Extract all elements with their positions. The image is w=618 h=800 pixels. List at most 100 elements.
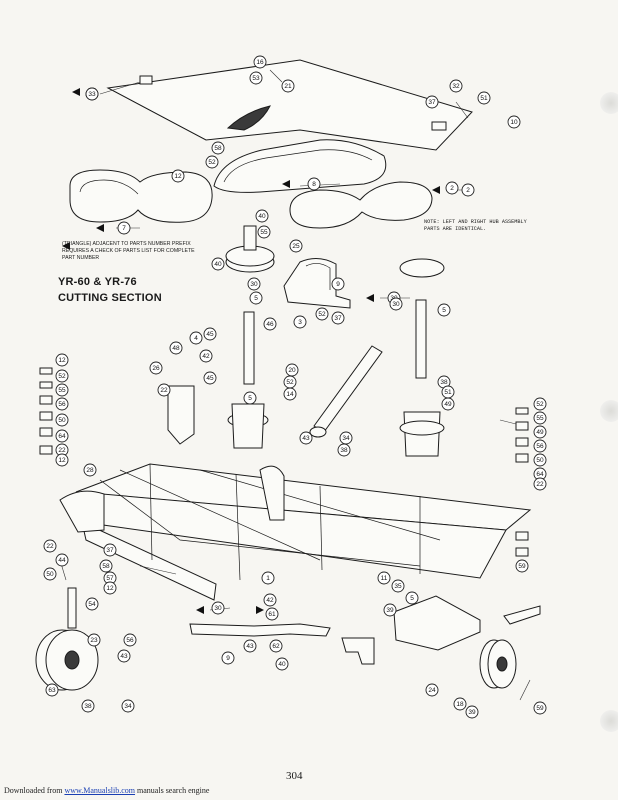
svg-text:55: 55	[536, 415, 544, 422]
left-hardware-stack	[39, 367, 53, 455]
part-callout-43: 43	[117, 649, 131, 663]
svg-text:33: 33	[88, 91, 96, 98]
svg-text:42: 42	[266, 597, 274, 604]
part-callout-12: 12	[171, 169, 185, 183]
part-callout-37: 37	[331, 311, 345, 325]
svg-text:45: 45	[206, 331, 214, 338]
bracket-stand	[167, 385, 195, 445]
part-callout-37: 37	[103, 543, 117, 557]
svg-text:55: 55	[58, 387, 66, 394]
part-callout-40: 40	[275, 657, 289, 671]
part-callout-7: 7	[117, 221, 131, 235]
svg-text:64: 64	[536, 471, 544, 478]
part-callout-55: 55	[533, 411, 547, 425]
part-callout-56: 56	[533, 439, 547, 453]
right-spindle-pulley	[399, 258, 445, 457]
part-callout-44: 44	[55, 553, 69, 567]
svg-text:7: 7	[122, 225, 126, 232]
part-callout-52: 52	[283, 375, 297, 389]
part-callout-52: 52	[205, 155, 219, 169]
part-callout-50: 50	[55, 413, 69, 427]
idler-bracket	[283, 258, 351, 309]
part-callout-38: 38	[337, 443, 351, 457]
part-callout-39: 39	[383, 603, 397, 617]
svg-text:38: 38	[340, 447, 348, 454]
part-callout-50: 50	[43, 567, 57, 581]
part-callout-42: 42	[263, 593, 277, 607]
svg-text:39: 39	[386, 607, 394, 614]
svg-text:46: 46	[266, 321, 274, 328]
part-callout-52: 52	[533, 397, 547, 411]
part-callout-55: 55	[257, 225, 271, 239]
svg-text:5: 5	[254, 295, 258, 302]
svg-text:37: 37	[106, 547, 114, 554]
part-callout-10: 10	[507, 115, 521, 129]
svg-text:24: 24	[428, 687, 436, 694]
svg-text:38: 38	[84, 703, 92, 710]
svg-text:30: 30	[392, 301, 400, 308]
part-callout-2: 2	[445, 181, 459, 195]
part-callout-48: 48	[169, 341, 183, 355]
part-callout-32: 32	[449, 79, 463, 93]
manualslib-link[interactable]: www.Manualslib.com	[64, 786, 136, 795]
svg-text:10: 10	[510, 119, 518, 126]
svg-text:9: 9	[336, 281, 340, 288]
part-callout-40: 40	[255, 209, 269, 223]
part-callout-33: 33	[85, 87, 99, 101]
svg-text:9: 9	[226, 655, 230, 662]
part-callout-20: 20	[285, 363, 299, 377]
part-callout-42: 42	[199, 349, 213, 363]
svg-text:18: 18	[456, 701, 464, 708]
part-callout-35: 35	[391, 579, 405, 593]
svg-text:50: 50	[58, 417, 66, 424]
footer-prefix: Downloaded from	[4, 786, 65, 795]
part-callout-58: 58	[211, 141, 225, 155]
part-callout-9: 9	[331, 277, 345, 291]
deck-frame	[59, 463, 532, 601]
svg-text:11: 11	[381, 575, 388, 582]
part-callout-43: 43	[299, 431, 313, 445]
footer-suffix: manuals search engine	[135, 786, 210, 795]
svg-text:38: 38	[440, 379, 448, 386]
part-callout-37: 37	[425, 95, 439, 109]
svg-text:2: 2	[466, 187, 470, 194]
part-callout-54: 54	[85, 597, 99, 611]
svg-text:30: 30	[214, 605, 222, 612]
triangle-markers	[62, 88, 440, 614]
svg-text:61: 61	[268, 611, 276, 618]
svg-text:34: 34	[124, 703, 132, 710]
part-callout-63: 63	[45, 683, 59, 697]
svg-text:2: 2	[450, 185, 454, 192]
svg-text:23: 23	[90, 637, 98, 644]
svg-text:52: 52	[286, 379, 294, 386]
svg-text:16: 16	[256, 59, 264, 66]
part-callout-9: 9	[221, 651, 235, 665]
svg-text:43: 43	[302, 435, 310, 442]
part-callout-38: 38	[81, 699, 95, 713]
part-callout-52: 52	[55, 369, 69, 383]
part-callout-5: 5	[249, 291, 263, 305]
part-callout-59: 59	[533, 701, 547, 715]
svg-text:34: 34	[342, 435, 350, 442]
part-callout-12: 12	[103, 581, 117, 595]
svg-text:37: 37	[334, 315, 342, 322]
part-callout-28: 28	[83, 463, 97, 477]
part-callout-5: 5	[437, 303, 451, 317]
svg-text:53: 53	[252, 75, 260, 82]
binder-hole-top	[600, 92, 618, 114]
part-callout-4: 4	[189, 331, 203, 345]
right-wheel	[479, 605, 541, 689]
legend-text: (TRIANGLE) ADJACENT TO PARTS NUMBER PREF…	[62, 241, 195, 261]
svg-text:56: 56	[536, 443, 544, 450]
svg-text:8: 8	[312, 181, 316, 188]
diagram-title-model: YR-60 & YR-76	[58, 276, 137, 288]
svg-text:56: 56	[58, 401, 66, 408]
part-callout-45: 45	[203, 327, 217, 341]
svg-text:4: 4	[194, 335, 198, 342]
part-callout-64: 64	[55, 429, 69, 443]
svg-text:51: 51	[444, 389, 452, 396]
left-spindle-pulley	[225, 225, 275, 449]
svg-text:55: 55	[260, 229, 268, 236]
